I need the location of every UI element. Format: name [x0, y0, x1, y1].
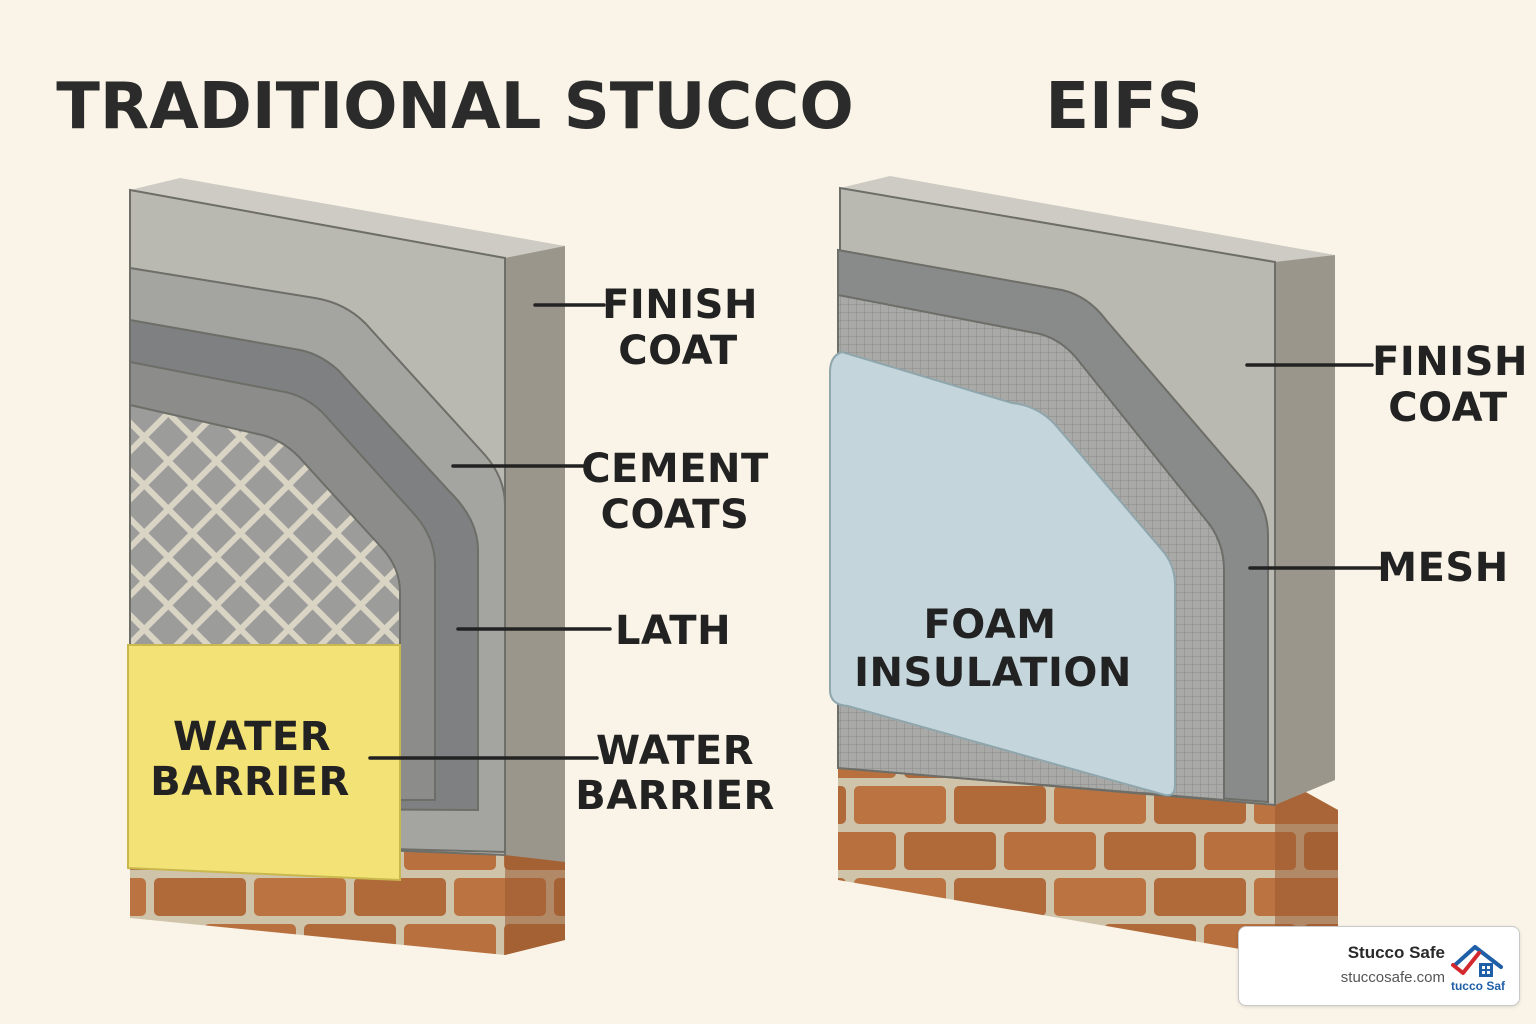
traditional-side-face [505, 238, 565, 862]
finish-coat-label-line2: COAT [618, 328, 738, 374]
eifs-title: EIFS [1045, 70, 1202, 144]
eifs-mesh-label: MESH [1377, 545, 1508, 591]
eifs-top-face [840, 176, 1335, 262]
water-barrier-panel [127, 644, 401, 882]
cement-coats-label-line1: CEMENT [581, 446, 769, 492]
badge-logo-text: tucco Saf [1450, 979, 1505, 993]
traditional-top-face [130, 178, 565, 258]
eifs-finish-coat-label-line2: COAT [1388, 385, 1508, 431]
eifs-side-face [1275, 255, 1335, 805]
water-barrier-panel-label-line2: BARRIER [150, 759, 350, 805]
badge-brand-name: Stucco Safe [1347, 943, 1445, 962]
badge-url[interactable]: stuccosafe.com [1340, 969, 1445, 986]
traditional-stucco-title: TRADITIONAL STUCCO [56, 70, 854, 144]
water-barrier-panel-label-line1: WATER [173, 714, 331, 760]
foam-insulation-label-line1: FOAM [923, 602, 1056, 648]
water-barrier-label-line2: BARRIER [575, 773, 775, 819]
brand-badge[interactable]: Stucco Safe stuccosafe.com tucco Saf [1238, 926, 1520, 1006]
foam-insulation-label-line2: INSULATION [854, 650, 1132, 696]
lath-label: LATH [615, 608, 731, 654]
traditional-stucco-block: WATER BARRIER [127, 178, 565, 955]
eifs-block: FOAM INSULATION [829, 176, 1338, 955]
water-barrier-label-line1: WATER [596, 728, 754, 774]
house-check-logo-icon [1451, 945, 1503, 977]
finish-coat-label-line1: FINISH [602, 282, 758, 328]
cement-coats-label-line2: COATS [601, 492, 750, 538]
foam-insulation-layer [829, 350, 1176, 797]
eifs-finish-coat-label-line1: FINISH [1372, 339, 1528, 385]
